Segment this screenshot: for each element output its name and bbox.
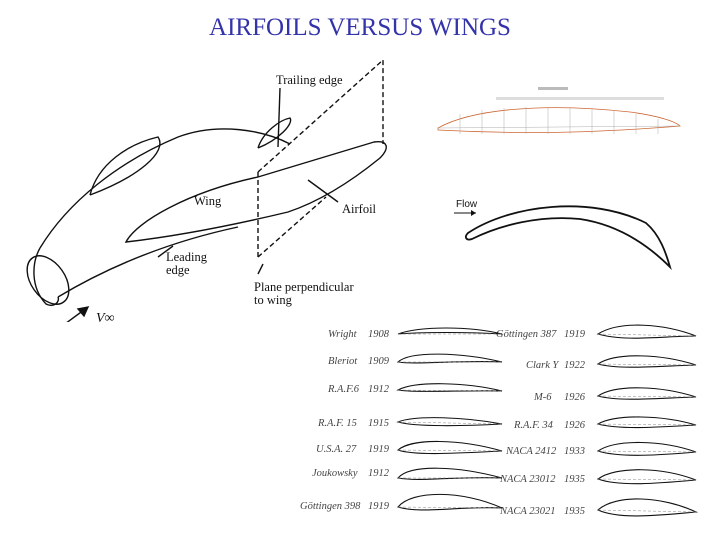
- airfoil-section: [396, 417, 503, 427]
- airfoil-name: R.A.F. 34: [513, 420, 554, 431]
- airfoil-section: [596, 416, 697, 429]
- pointer-trailing-edge: [277, 87, 281, 148]
- label-wing: Wing: [194, 194, 222, 208]
- wing-planform: [124, 141, 387, 243]
- label-plane-2: to wing: [254, 293, 293, 307]
- airfoil-section: [397, 327, 503, 335]
- blueprint-airfoil: [437, 107, 681, 133]
- airfoil-blueprint: [437, 87, 681, 134]
- airfoil-year: 1933: [564, 446, 585, 457]
- airfoil-year: 1935: [564, 506, 585, 517]
- airfoil-name: Wright: [328, 329, 358, 340]
- airfoil-year: 1926: [564, 420, 586, 431]
- airfoil-year: 1935: [564, 474, 585, 485]
- airfoil-year: 1919: [368, 501, 390, 512]
- label-leading-edge-1: Leading: [166, 250, 208, 264]
- canopy: [89, 136, 161, 196]
- label-trailing-edge: Trailing edge: [276, 73, 343, 87]
- pointer-airfoil: [307, 179, 339, 203]
- flow-airfoil-figure: Flow: [454, 199, 672, 271]
- airfoil-name: NACA 2412: [505, 446, 557, 457]
- label-plane-1: Plane perpendicular: [254, 280, 354, 294]
- airfoil-section: [596, 355, 697, 368]
- airfoil-name: NACA 23012: [499, 474, 556, 485]
- fuselage-outline: [39, 128, 291, 249]
- label-leading-edge-2: edge: [166, 263, 190, 277]
- fuselage-lower: [57, 226, 239, 298]
- cutting-plane: [257, 58, 384, 258]
- airfoil-section: [596, 387, 697, 400]
- airfoil-year: 1919: [564, 329, 586, 340]
- airfoil-name: NACA 23021: [499, 506, 556, 517]
- airfoil-name: U.S.A. 27: [316, 444, 357, 455]
- airfoil-section: [397, 493, 503, 511]
- airfoil-name: M-6: [533, 392, 552, 403]
- airfoil-section: [396, 383, 503, 392]
- airfoil-name: R.A.F.6: [327, 384, 360, 395]
- airfoil-year: 1909: [368, 356, 390, 367]
- airfoil-section: [396, 353, 503, 364]
- airfoil-year: 1908: [368, 329, 390, 340]
- airfoil-year: 1922: [564, 360, 586, 371]
- curved-airfoil: [465, 205, 672, 271]
- wing-diagram: Trailing edge Wing Airfoil Leading edge …: [26, 58, 387, 322]
- label-flow: Flow: [456, 199, 478, 210]
- airfoil-name: Bleriot: [328, 356, 358, 367]
- airfoil-section: [597, 498, 699, 517]
- label-airfoil: Airfoil: [342, 202, 377, 216]
- airfoil-section: [596, 469, 697, 485]
- fuselage-nose: [26, 255, 70, 305]
- airfoil-year: 1919: [368, 444, 390, 455]
- airfoil-year: 1912: [368, 384, 390, 395]
- historical-airfoils: Wright 1908 Bleriot 1909 R.A.F.6 1912 R.…: [300, 324, 699, 517]
- airfoil-name: R.A.F. 15: [317, 418, 357, 429]
- airfoil-year: 1912: [368, 468, 390, 479]
- airfoil-name: Göttingen 398: [300, 501, 361, 512]
- slide-title: AIRFOILS VERSUS WINGS: [209, 14, 511, 41]
- fuselage-side: [33, 247, 60, 306]
- pointer-plane: [257, 263, 264, 275]
- airfoil-section: [596, 441, 697, 456]
- label-freestream: V∞: [96, 311, 115, 322]
- airfoil-year: 1926: [564, 392, 586, 403]
- wing-trailing-edge: [257, 117, 292, 149]
- airfoil-name: Göttingen 387: [496, 329, 557, 340]
- airfoil-section: [596, 324, 697, 339]
- airfoil-year: 1915: [368, 418, 389, 429]
- pointer-leading-edge: [157, 245, 174, 258]
- airfoil-name: Clark Y: [526, 360, 560, 371]
- airfoil-name: Joukowsky: [312, 468, 358, 479]
- airfoil-section: [396, 440, 503, 455]
- airfoil-section: [396, 467, 503, 480]
